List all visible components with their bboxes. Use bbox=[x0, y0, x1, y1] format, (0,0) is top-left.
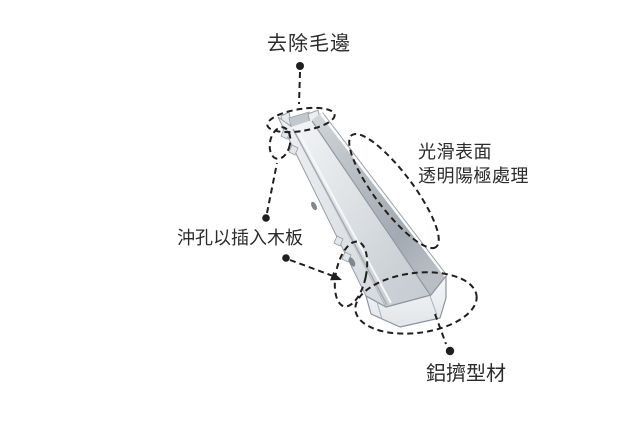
punched-hole bbox=[311, 201, 317, 211]
punch-upper-leader-line bbox=[266, 162, 278, 214]
end-step-line bbox=[376, 301, 383, 320]
punch-mid-callout-ellipse bbox=[333, 240, 369, 308]
wall-outer-edge bbox=[322, 112, 448, 276]
floor-groove-line bbox=[292, 128, 388, 306]
label-deburr: 去除毛邊 bbox=[267, 33, 351, 55]
punched-hole bbox=[348, 257, 356, 267]
deburr-callout-ellipse bbox=[266, 106, 336, 134]
smooth-surface-callout-ellipse bbox=[348, 132, 440, 250]
extrusion-callout-dot bbox=[445, 346, 455, 356]
rail-fin bbox=[333, 235, 344, 247]
wall-top-highlight bbox=[320, 113, 447, 278]
callout-markers bbox=[262, 62, 455, 356]
wall-junction-line bbox=[311, 120, 432, 297]
profile-end-face bbox=[365, 275, 447, 328]
rail-fin bbox=[288, 144, 299, 156]
deburr-leader-line bbox=[298, 71, 301, 105]
label-smooth-surface-line2: 透明陽極處理 bbox=[418, 166, 529, 186]
label-extrusion: 鋁擠型材 bbox=[426, 363, 506, 385]
extrusion-callout-ellipse bbox=[354, 271, 478, 335]
label-punch-hole: 沖孔以插入木板 bbox=[177, 228, 303, 248]
label-smooth-surface: 光滑表面 透明陽極處理 bbox=[418, 140, 529, 188]
deburr-callout-dot bbox=[296, 62, 304, 70]
punch-lower-leader-line bbox=[289, 259, 334, 277]
end-step-line bbox=[429, 295, 438, 316]
profile-smooth-face bbox=[291, 120, 431, 307]
punch-top-callout-ellipse bbox=[268, 126, 292, 160]
punch-lower-callout-dot bbox=[282, 254, 290, 262]
label-smooth-surface-line1: 光滑表面 bbox=[418, 142, 492, 162]
extrusion-leader-line bbox=[434, 313, 447, 345]
floor-highlight-line bbox=[296, 129, 392, 304]
punch-arrowhead bbox=[330, 271, 342, 281]
callout-annotations bbox=[266, 71, 478, 345]
punch-upper-callout-dot bbox=[262, 214, 270, 222]
